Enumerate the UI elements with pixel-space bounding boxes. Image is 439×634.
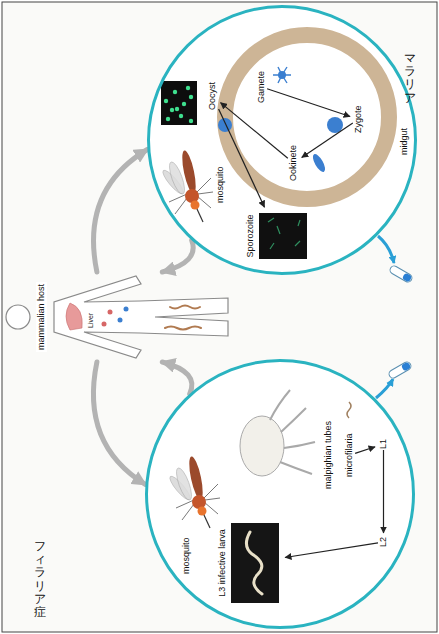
oocyst-cell xyxy=(218,118,232,132)
filaria-panel: mosquito malpighian tubes microfilaria L1L2… xyxy=(145,359,415,629)
stage-box: L3 infective larva xyxy=(217,517,283,609)
blood-tube xyxy=(389,265,414,284)
liver-shape xyxy=(66,303,82,330)
blood-cell xyxy=(108,310,113,315)
microfilaria-figure xyxy=(347,402,351,418)
larva xyxy=(246,532,262,594)
tube-glass xyxy=(388,361,413,380)
stage-arrow xyxy=(219,109,265,207)
oocyst-dot xyxy=(182,102,186,106)
oocyst-dot xyxy=(179,114,183,118)
mosquito-figure xyxy=(167,455,220,528)
oocyst-dot xyxy=(189,119,193,123)
circle-outline xyxy=(145,359,415,629)
panel-circle xyxy=(147,361,414,628)
blood-cell xyxy=(102,322,107,327)
tube-blood xyxy=(402,272,412,282)
organ-label: Liver xyxy=(87,313,95,328)
host-figure: mammalian host xyxy=(5,272,235,362)
panel-ground xyxy=(145,359,415,629)
stage-label: Zygote xyxy=(352,103,365,135)
node-text: Sporozoite xyxy=(245,209,256,263)
node-text: L3 infective larva xyxy=(217,517,228,609)
oocyst-dot xyxy=(173,90,177,94)
transmission-arrow xyxy=(94,150,148,273)
transmission-arrow xyxy=(162,362,192,394)
oocyst-dot xyxy=(186,86,190,90)
oocyst-dot xyxy=(170,108,174,112)
stage-box: Sporozoite xyxy=(245,209,311,263)
stage-label: Oocyst xyxy=(206,80,219,112)
tube-blood xyxy=(401,361,411,371)
panel-text: malpighian tubes xyxy=(323,421,334,489)
stage-arrow xyxy=(302,123,353,157)
node-text: Gamete xyxy=(256,71,267,103)
gametocyte xyxy=(124,307,129,312)
stage-arrow xyxy=(221,103,288,159)
node-text: L1 xyxy=(378,439,389,449)
malpighian-tube xyxy=(270,390,315,474)
malaria-panel: mosquito midgut GameteZygoteOokinete Oocyst… xyxy=(147,5,417,275)
ookinete-cell xyxy=(311,152,328,173)
stage-arrow xyxy=(383,450,384,533)
oocyst-dots xyxy=(164,86,193,123)
worm xyxy=(170,306,200,309)
panel-text: mosquito xyxy=(181,537,192,574)
transmission-arrow xyxy=(93,362,145,484)
node-text: Oocyst xyxy=(207,82,218,110)
panel-ground xyxy=(147,5,417,275)
oocyst-photo xyxy=(161,81,197,125)
oocyst-dot xyxy=(166,117,170,121)
oocyst-dot xyxy=(175,107,179,111)
stage-arrow xyxy=(355,447,375,454)
oocyst-dot xyxy=(164,99,168,103)
stage-label: Gamete xyxy=(255,69,268,105)
node-text: L2 xyxy=(378,537,389,547)
stage-label: L1 xyxy=(377,437,390,451)
gamete-flagella xyxy=(273,67,291,83)
panel-circle xyxy=(149,7,416,274)
node-text: microfilaria xyxy=(344,433,355,477)
blood-arrow xyxy=(376,379,393,398)
stage-label: Ookinete xyxy=(287,143,300,183)
oocyst-dot xyxy=(189,95,193,99)
sporozoite-specks xyxy=(268,218,300,249)
larva-photo xyxy=(231,523,279,603)
stage-label: microfilaria xyxy=(343,431,356,479)
stage-label: L2 xyxy=(377,535,390,549)
sporozoite-photo xyxy=(259,213,307,259)
node-text: Zygote xyxy=(353,105,364,133)
human-body xyxy=(54,276,228,358)
transmission-arrow xyxy=(162,240,193,272)
mosquito-gut xyxy=(240,416,284,476)
panel-title: マラリア xyxy=(404,52,416,105)
stage-arrow xyxy=(267,89,350,117)
merozoite xyxy=(118,318,123,323)
worm xyxy=(165,327,201,330)
blood-tube xyxy=(388,361,413,380)
human-head xyxy=(6,305,30,329)
panel-text: mosquito xyxy=(215,166,226,203)
tube-glass xyxy=(389,265,414,284)
node-text: mammalian host xyxy=(36,282,47,352)
panel-text: midgut xyxy=(399,128,410,155)
blood-arrow xyxy=(378,236,394,263)
circle-outline xyxy=(147,5,417,275)
stage-arrow xyxy=(285,543,378,558)
node-text: Ookinete xyxy=(288,145,299,181)
panel-title: フィラリア症 xyxy=(34,540,46,619)
